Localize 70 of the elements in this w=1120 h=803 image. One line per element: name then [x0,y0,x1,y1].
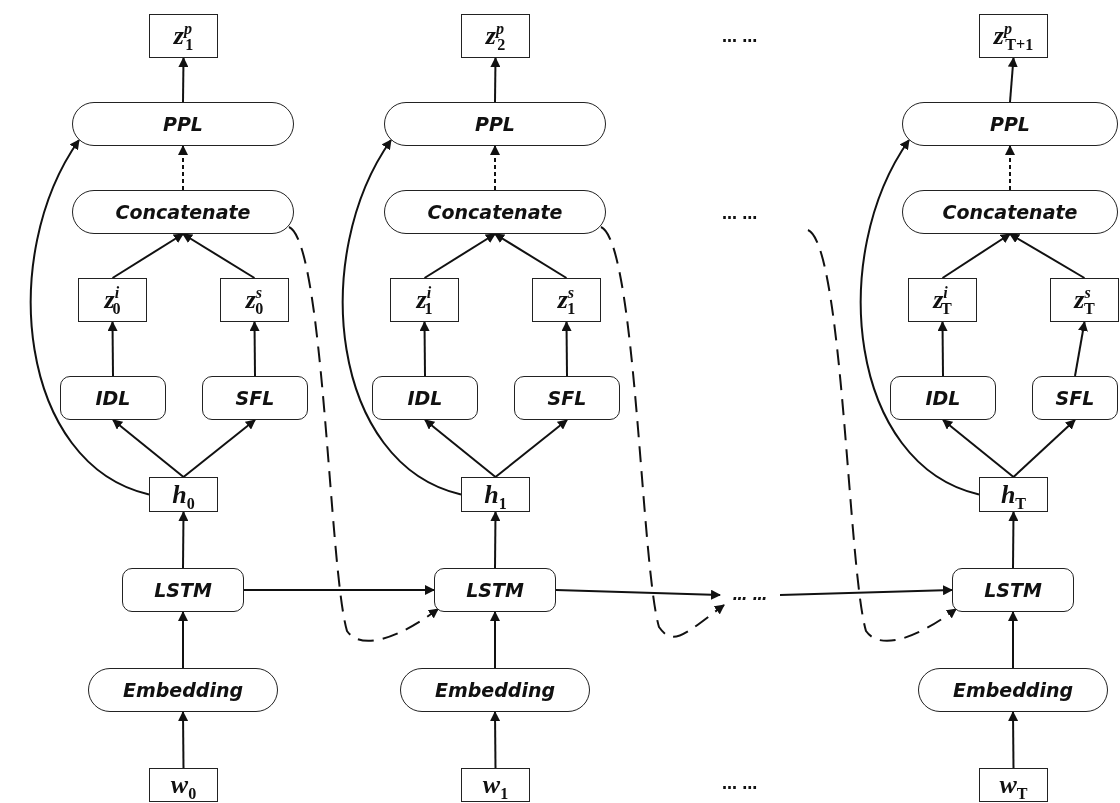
arrow [555,589,721,600]
arrow [249,321,260,377]
arrow [178,145,188,191]
arrow [1005,145,1015,191]
arrow [178,511,189,569]
variable-box: h$_{0}$ [149,477,218,512]
layer-box: LSTM [122,568,244,612]
arrow [178,57,189,103]
layer-box: IDL [60,376,166,420]
layer-box: Concatenate [902,190,1118,234]
arrow [1008,711,1019,769]
arrow [1008,511,1019,569]
curved-arrow [29,139,150,496]
layer-box: Concatenate [384,190,606,234]
arrow [490,611,500,669]
arrow [1012,419,1076,478]
curved-arrow [341,139,462,496]
layer-box: Embedding [400,668,590,712]
curved-arrow [807,229,957,642]
arrow [182,419,256,478]
layer-box: IDL [890,376,996,420]
arrow [941,233,1011,279]
arrow [423,233,496,279]
arrow [424,419,497,478]
variable-box: w$_{0}$ [149,768,218,802]
arrow [112,419,185,478]
layer-box: PPL [902,102,1118,146]
arrow [1009,233,1086,279]
arrow [107,321,118,377]
layer-box: LSTM [434,568,556,612]
arrow [182,233,256,279]
layer-box: SFL [202,376,308,420]
layer-box: Embedding [88,668,278,712]
arrow [494,419,568,478]
layer-box: PPL [72,102,294,146]
arrow [111,233,184,279]
arrow [494,233,568,279]
layer-box: PPL [384,102,606,146]
arrow [561,321,572,377]
layer-box: Concatenate [72,190,294,234]
arrow [178,611,188,669]
curved-arrow [600,226,725,638]
variable-box: h$_{T}$ [979,477,1048,512]
layer-box: LSTM [952,568,1074,612]
arrow [490,711,501,769]
arrow [490,57,501,103]
arrow [490,145,500,191]
arrow [1008,611,1018,669]
arrow [1074,321,1088,377]
variable-box: w$_{1}$ [461,768,530,802]
arrow [937,321,948,377]
layer-box: SFL [514,376,620,420]
arrow [243,585,435,595]
layer-box: Embedding [918,668,1108,712]
curved-arrow [859,139,980,496]
ellipsis: … … [722,205,758,223]
arrow [942,419,1015,478]
arrow [490,511,501,569]
arrow [779,585,953,596]
variable-box: w$_{T}$ [979,768,1048,802]
arrow [178,711,189,769]
curved-arrow [288,226,439,642]
layer-box: SFL [1032,376,1118,420]
variable-box: h$_{1}$ [461,477,530,512]
arrow [1007,57,1018,103]
ellipsis: … … [722,28,758,46]
arrow [419,321,430,377]
layer-box: IDL [372,376,478,420]
ellipsis: … … [720,582,780,608]
ellipsis: … … [722,775,758,793]
